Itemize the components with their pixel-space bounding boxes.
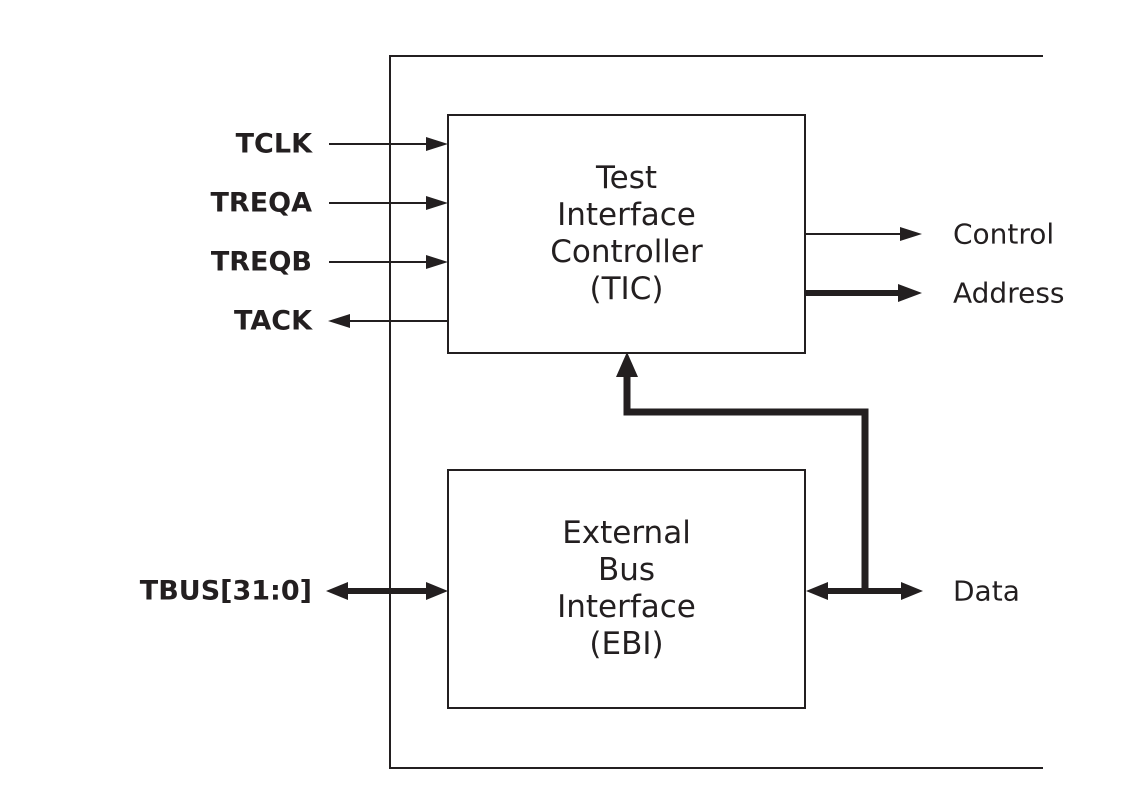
tbus-right-arrowhead-icon	[426, 582, 448, 600]
ebi-title-line1: External	[562, 515, 691, 551]
tic-title-line1: Test	[595, 160, 658, 196]
treqb-arrowhead-icon	[426, 255, 448, 269]
control-arrowhead-icon	[900, 227, 922, 241]
tic-data-bus-up-arrowhead-icon	[616, 352, 638, 377]
tack-arrowhead-icon	[328, 314, 350, 328]
bus-label-data: Data	[953, 574, 1020, 608]
signal-label-treqa: TREQA	[210, 187, 312, 219]
tic-title-line3: Controller	[550, 234, 703, 270]
tic-title-line4: (TIC)	[589, 271, 664, 307]
treqa-arrowhead-icon	[426, 196, 448, 210]
ebi-title-line4: (EBI)	[589, 626, 664, 662]
signal-label-tclk: TCLK	[235, 128, 312, 160]
signal-label-tbus: TBUS[31:0]	[139, 575, 312, 607]
data-right-arrowhead-icon	[901, 582, 923, 600]
tic-block-title: Test Interface Controller (TIC)	[448, 115, 805, 353]
data-left-arrowhead-icon	[806, 582, 828, 600]
address-arrowhead-icon	[898, 284, 922, 302]
signal-label-treqb: TREQB	[210, 246, 312, 278]
bus-label-address: Address	[953, 276, 1065, 310]
signal-label-tack: TACK	[234, 305, 312, 337]
tbus-left-arrowhead-icon	[326, 582, 348, 600]
bus-label-control: Control	[953, 217, 1055, 251]
chip-boundary	[389, 55, 1043, 769]
ebi-block-title: External Bus Interface (EBI)	[448, 470, 805, 708]
ebi-title-line2: Bus	[597, 552, 656, 588]
ebi-title-line3: Interface	[557, 589, 696, 625]
tic-data-bus-elbow-line	[623, 374, 869, 594]
ebi-block-box	[447, 469, 806, 709]
tic-title-line2: Interface	[557, 197, 696, 233]
tic-block-box	[447, 114, 806, 354]
tclk-arrowhead-icon	[426, 137, 448, 151]
